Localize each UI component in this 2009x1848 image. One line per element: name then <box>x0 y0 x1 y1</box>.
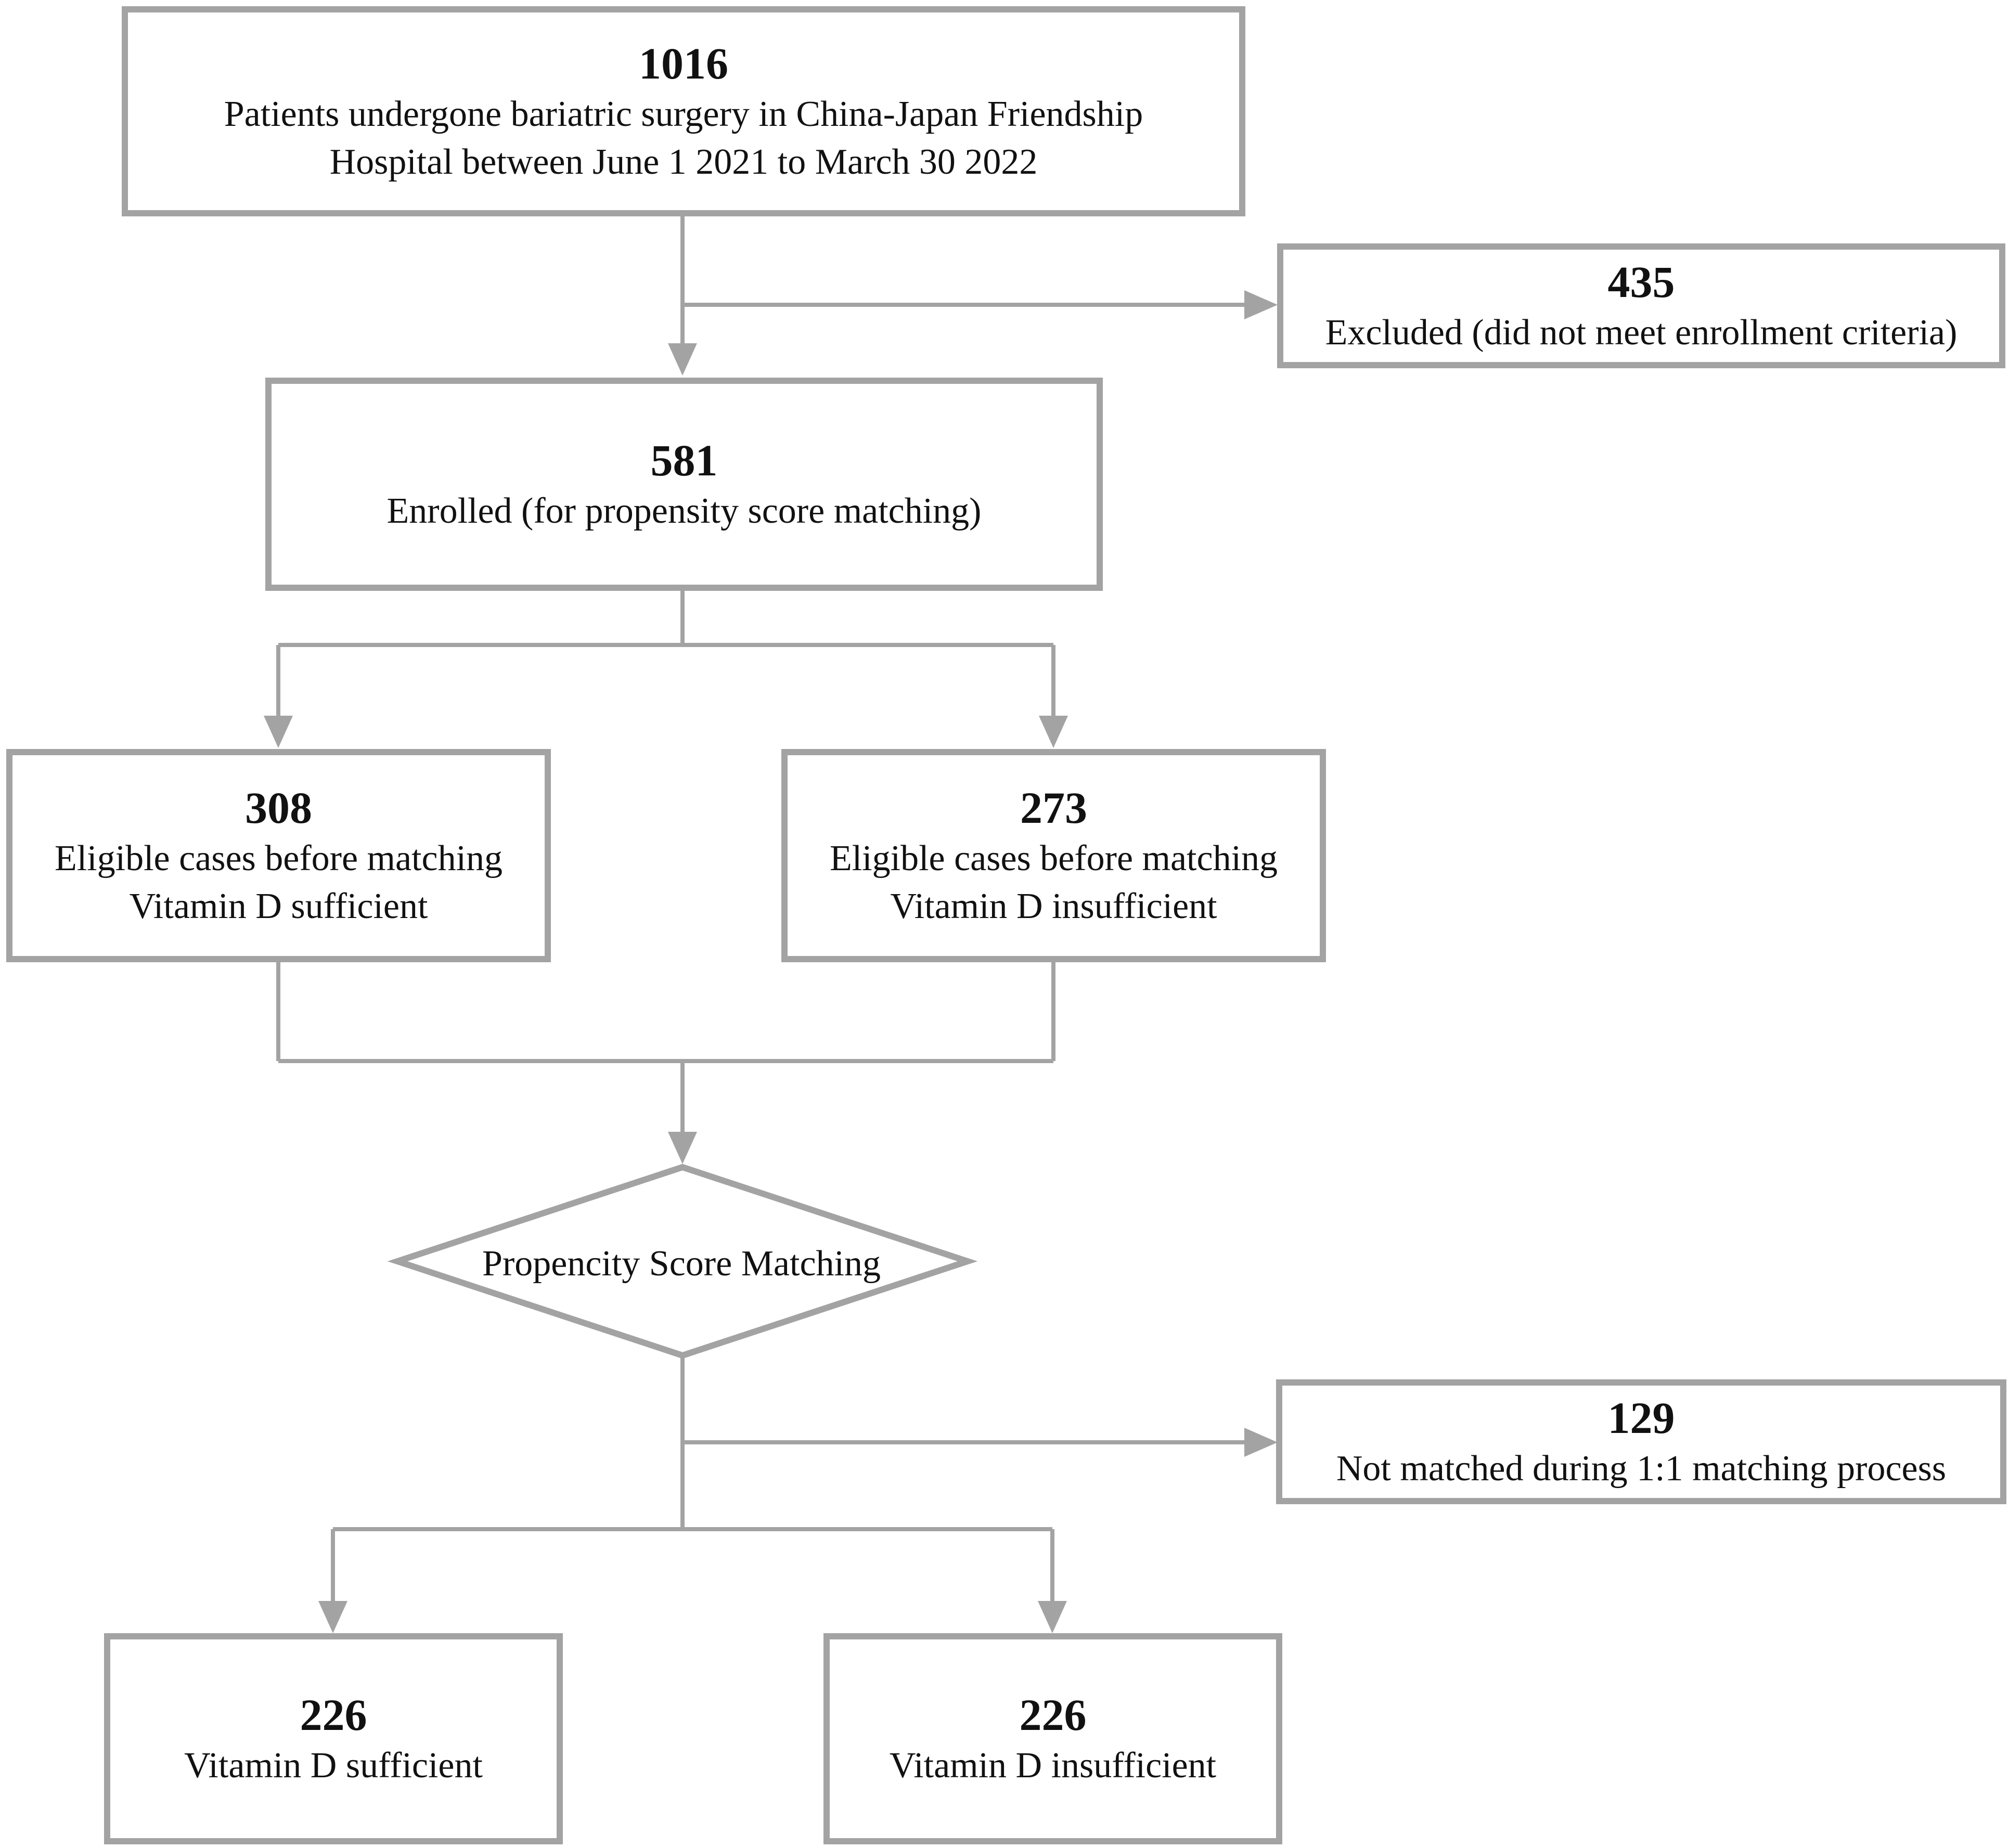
not-matched-description: Not matched during 1:1 matching process <box>1336 1449 1947 1489</box>
enrolled-description: Enrolled (for propensity score matching) <box>387 491 982 531</box>
excluded-description: Excluded (did not meet enrollment criter… <box>1325 313 1958 353</box>
box-excluded: 435 Excluded (did not meet enrollment cr… <box>1277 243 2005 368</box>
total-count: 1016 <box>639 38 728 88</box>
insufficient-before-line2: Vitamin D insufficient <box>890 886 1217 926</box>
box-sufficient-before: 308 Eligible cases before matching Vitam… <box>6 749 551 962</box>
psm-label: Propencity Score Matching <box>482 1244 881 1284</box>
sufficient-after-count: 226 <box>300 1690 367 1740</box>
insufficient-after-description: Vitamin D insufficient <box>889 1746 1217 1786</box>
box-not-matched: 129 Not matched during 1:1 matching proc… <box>1276 1379 2006 1504</box>
box-enrolled: 581 Enrolled (for propensity score match… <box>265 378 1103 591</box>
arrowhead-to-sufficient-before <box>264 716 293 748</box>
excluded-count: 435 <box>1607 257 1675 307</box>
arrowhead-to-excluded <box>1244 290 1278 319</box>
insufficient-before-line1: Eligible cases before matching <box>829 838 1278 878</box>
arrowhead-to-insufficient-before <box>1039 716 1068 748</box>
arrowhead-to-insufficient-after <box>1038 1601 1067 1633</box>
total-description-line1: Patients undergone bariatric surgery in … <box>224 94 1143 134</box>
insufficient-after-count: 226 <box>1019 1690 1087 1740</box>
sufficient-before-line1: Eligible cases before matching <box>54 838 503 878</box>
total-description-line2: Hospital between June 1 2021 to March 30… <box>329 142 1038 182</box>
box-insufficient-after: 226 Vitamin D insufficient <box>823 1633 1282 1844</box>
sufficient-before-count: 308 <box>245 783 312 833</box>
box-insufficient-before: 273 Eligible cases before matching Vitam… <box>781 749 1326 962</box>
arrowhead-to-enrolled <box>668 343 697 376</box>
insufficient-before-count: 273 <box>1020 783 1087 833</box>
arrowhead-to-not-matched <box>1244 1428 1278 1457</box>
box-sufficient-after: 226 Vitamin D sufficient <box>104 1633 563 1844</box>
psm-diamond <box>387 1164 978 1359</box>
enrolled-count: 581 <box>650 435 718 485</box>
sufficient-after-description: Vitamin D sufficient <box>184 1746 483 1786</box>
not-matched-count: 129 <box>1607 1393 1675 1443</box>
sufficient-before-line2: Vitamin D sufficient <box>129 886 428 926</box>
box-total-patients: 1016 Patients undergone bariatric surger… <box>122 6 1245 216</box>
arrowhead-to-sufficient-after <box>318 1601 347 1633</box>
arrowhead-to-psm <box>668 1132 697 1164</box>
